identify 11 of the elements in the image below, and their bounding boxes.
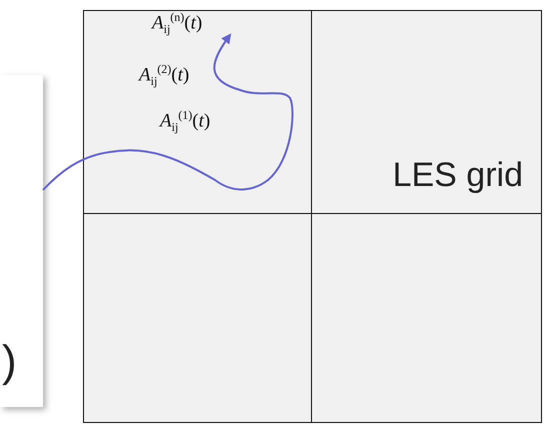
grid-cell (83, 10, 312, 214)
grid-label: LES grid (392, 156, 523, 195)
parenthesis-text: ) (2, 337, 17, 387)
math-label: A$_{ij}$$^{(1)}$(t) (160, 108, 210, 136)
grid-cell (311, 10, 542, 214)
math-label: A$_{ij}$$^{(n)}$(t) (152, 10, 202, 38)
math-label: A$_{ij}$$^{(2)}$(t) (139, 62, 190, 90)
trajectory-arrow (42, 33, 294, 191)
grid-cell (311, 213, 542, 423)
side-panel (0, 75, 43, 407)
grid-cell (83, 213, 312, 423)
